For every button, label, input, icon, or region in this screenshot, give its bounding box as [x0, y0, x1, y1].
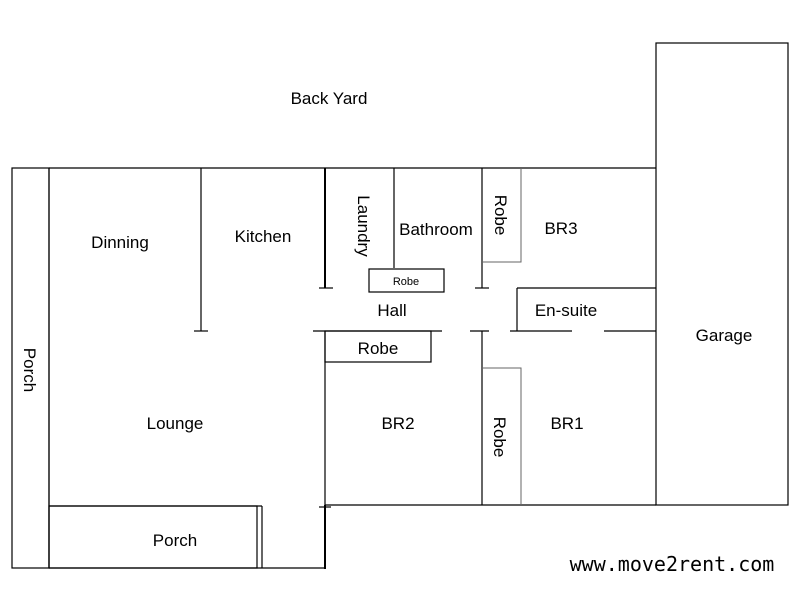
- dinning-label: Dinning: [91, 233, 149, 252]
- br2-label: BR2: [381, 414, 414, 433]
- hall-robe-label: Robe: [393, 276, 419, 288]
- ensuite-label: En-suite: [535, 301, 597, 320]
- hall-robe-outline: [368, 268, 445, 293]
- laundry-label: Laundry: [354, 195, 373, 257]
- kitchen-label: Kitchen: [235, 227, 292, 246]
- br1-robe-outline: [482, 367, 522, 505]
- front-porch-label: Porch: [153, 531, 197, 550]
- br2-robe-outline: [324, 330, 432, 363]
- br3-label: BR3: [544, 219, 577, 238]
- watermark-text: www.move2rent.com: [570, 552, 775, 576]
- back-yard-label: Back Yard: [291, 89, 368, 108]
- hall-label: Hall: [377, 301, 406, 320]
- br1-robe-label: Robe: [490, 417, 509, 458]
- garage-label: Garage: [696, 326, 753, 345]
- lounge-label: Lounge: [147, 414, 204, 433]
- garage-outline: [655, 42, 789, 506]
- br2-robe-label: Robe: [358, 339, 399, 358]
- br3-robe-outline: [482, 168, 522, 263]
- side-porch-label: Porch: [20, 348, 39, 392]
- bathroom-label: Bathroom: [399, 220, 473, 239]
- br3-robe-label: Robe: [491, 195, 510, 236]
- br1-label: BR1: [550, 414, 583, 433]
